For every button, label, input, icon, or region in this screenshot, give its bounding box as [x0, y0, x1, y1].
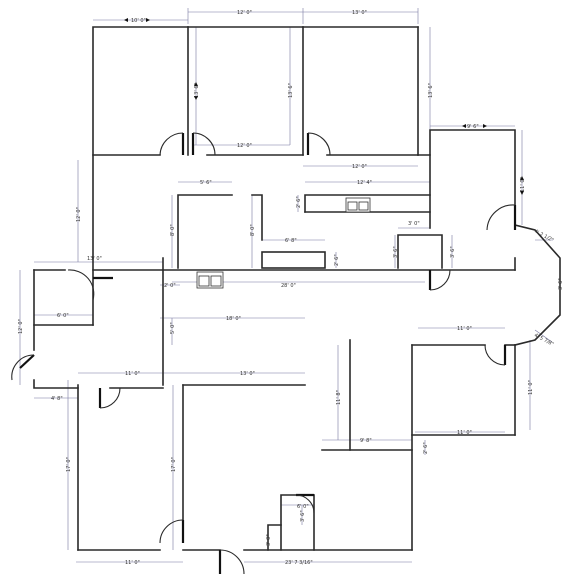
label-kitchen-counter-width: 12' 4"	[357, 180, 372, 186]
label-closet-width: 3' 0"	[408, 221, 420, 227]
label-left-wall-height: 12' 0"	[76, 207, 82, 222]
label-pantry-height: 8' 0"	[250, 224, 256, 236]
label-partition-height: 11' 8"	[336, 390, 342, 405]
label-right-room-bottom-width: 11' 0"	[457, 430, 472, 436]
door-lower-room	[159, 519, 185, 544]
label-long-wall-width: 28' 0"	[281, 283, 296, 289]
label-stair-depth: 3' 6"	[300, 510, 306, 522]
label-stair-width: 6' 0"	[297, 504, 309, 510]
dimension-labels: 10' 0" 12' 0" 13' 0" 13' 6" 13' 6" 13' 6…	[18, 10, 564, 566]
door-hall	[98, 387, 121, 409]
label-top-mid-bottom-width: 12' 0"	[237, 143, 252, 149]
door-closet	[428, 269, 451, 291]
label-closet-depth: 3' 6"	[450, 246, 456, 258]
label-closet-height: 3' 6"	[393, 246, 399, 258]
label-island-width: 6' 8"	[285, 238, 297, 244]
label-left-room-width: 13' 0"	[87, 256, 102, 262]
label-hall-width: 18' 0"	[226, 316, 241, 322]
door-right-wing	[486, 204, 517, 231]
label-kitchen-counter-depth: 2' 6"	[296, 196, 302, 208]
label-top-mid-room-depth: 13' 6"	[288, 83, 294, 98]
label-entry-width: 4' 8"	[51, 396, 63, 402]
label-lower-mid-height: 17' 0"	[171, 457, 177, 472]
label-lower-left-height: 17' 0"	[66, 457, 72, 472]
label-hall-depth: 5' 0"	[170, 322, 176, 334]
door-top-left-room	[159, 132, 185, 156]
label-top-left-room-width: 10' 0"	[131, 18, 146, 24]
label-right-room-width: 11' 0"	[457, 326, 472, 332]
label-top-right-bottom-width: 12' 0"	[352, 164, 367, 170]
fixtures	[196, 197, 371, 289]
label-left-counter-width: 5' 6"	[200, 180, 212, 186]
kitchen-sink	[345, 197, 371, 213]
label-left-counter-height: 8' 0"	[170, 224, 176, 236]
door-left-exterior	[11, 354, 35, 381]
label-top-right-room-height: 13' 6"	[428, 83, 434, 98]
walls	[33, 26, 561, 551]
label-island-depth: 2' 6"	[334, 254, 340, 266]
label-bottom-left-width: 11' 0"	[125, 560, 140, 566]
label-lower-right-depth: 2' 6"	[423, 442, 429, 454]
label-bay-upper: 4' 2 1/2"	[533, 228, 555, 243]
door-top-right-room	[306, 132, 331, 156]
label-stair-height: 3' 0"	[266, 534, 272, 546]
label-sink-wall-depth: 2' 0"	[164, 283, 176, 289]
label-right-wing-width: 9' 6"	[467, 124, 479, 130]
bar-sink	[196, 271, 224, 289]
door-stair	[295, 493, 315, 514]
door-top-mid-room	[191, 132, 216, 156]
door-front-entry	[218, 549, 245, 575]
label-bay-lower: 4' 5 7/8"	[533, 332, 555, 347]
label-right-wing-height: 11' 0"	[520, 177, 526, 192]
label-lower-right-width: 9' 8"	[360, 438, 372, 444]
label-left-side-height: 12' 0"	[18, 319, 24, 334]
label-top-mid-room-width: 12' 0"	[237, 10, 252, 16]
label-right-room-height: 11' 0"	[528, 380, 534, 395]
label-top-right-room-width: 13' 0"	[352, 10, 367, 16]
label-left-closet-width: 6' 0"	[57, 313, 69, 319]
label-top-mid-room-height: 13' 6"	[194, 83, 200, 98]
door-right-room	[484, 344, 507, 366]
label-bay-side: 3' 6"	[558, 278, 564, 290]
label-lower-left-width: 11' 0"	[125, 371, 140, 377]
doors	[11, 132, 517, 575]
label-bottom-right-width: 23' 7 3/16"	[285, 560, 313, 566]
dimension-arrows	[124, 18, 524, 195]
label-lower-mid-width: 13' 0"	[240, 371, 255, 377]
door-left-room	[67, 269, 113, 301]
